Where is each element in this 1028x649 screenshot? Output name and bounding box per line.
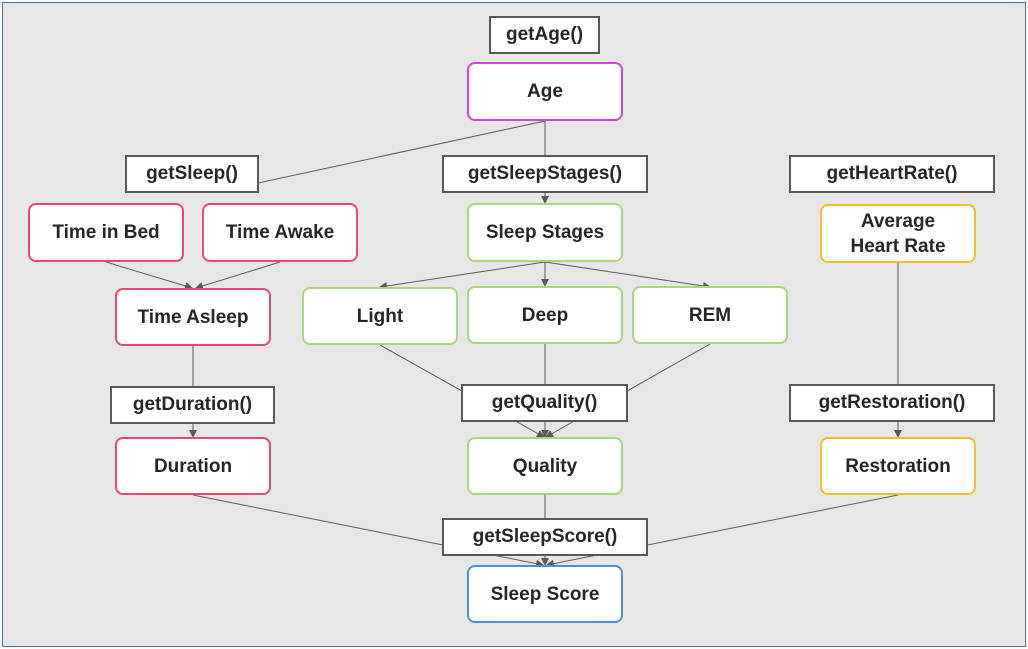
restoration-node: Restoration: [820, 437, 976, 495]
time-in-bed-node: Time in Bed: [28, 203, 184, 262]
duration-node: Duration: [115, 437, 271, 495]
get-sleep-function: getSleep(): [125, 155, 259, 193]
get-quality-function: getQuality(): [461, 384, 628, 422]
average-heart-rate-node: Average Heart Rate: [820, 204, 976, 263]
age-node: Age: [467, 62, 623, 121]
sleep-stages-node: Sleep Stages: [467, 203, 623, 262]
light-node: Light: [302, 287, 458, 345]
get-restoration-function: getRestoration(): [789, 384, 995, 422]
time-asleep-node: Time Asleep: [115, 288, 271, 346]
rem-node: REM: [632, 286, 788, 344]
get-age-function: getAge(): [489, 16, 600, 54]
get-sleep-stages-function: getSleepStages(): [442, 155, 648, 193]
deep-node: Deep: [467, 286, 623, 344]
get-sleep-score-function: getSleepScore(): [442, 518, 648, 556]
sleep-score-node: Sleep Score: [467, 565, 623, 623]
get-duration-function: getDuration(): [110, 386, 275, 424]
time-awake-node: Time Awake: [202, 203, 358, 262]
get-heart-rate-function: getHeartRate(): [789, 155, 995, 193]
quality-node: Quality: [467, 437, 623, 495]
